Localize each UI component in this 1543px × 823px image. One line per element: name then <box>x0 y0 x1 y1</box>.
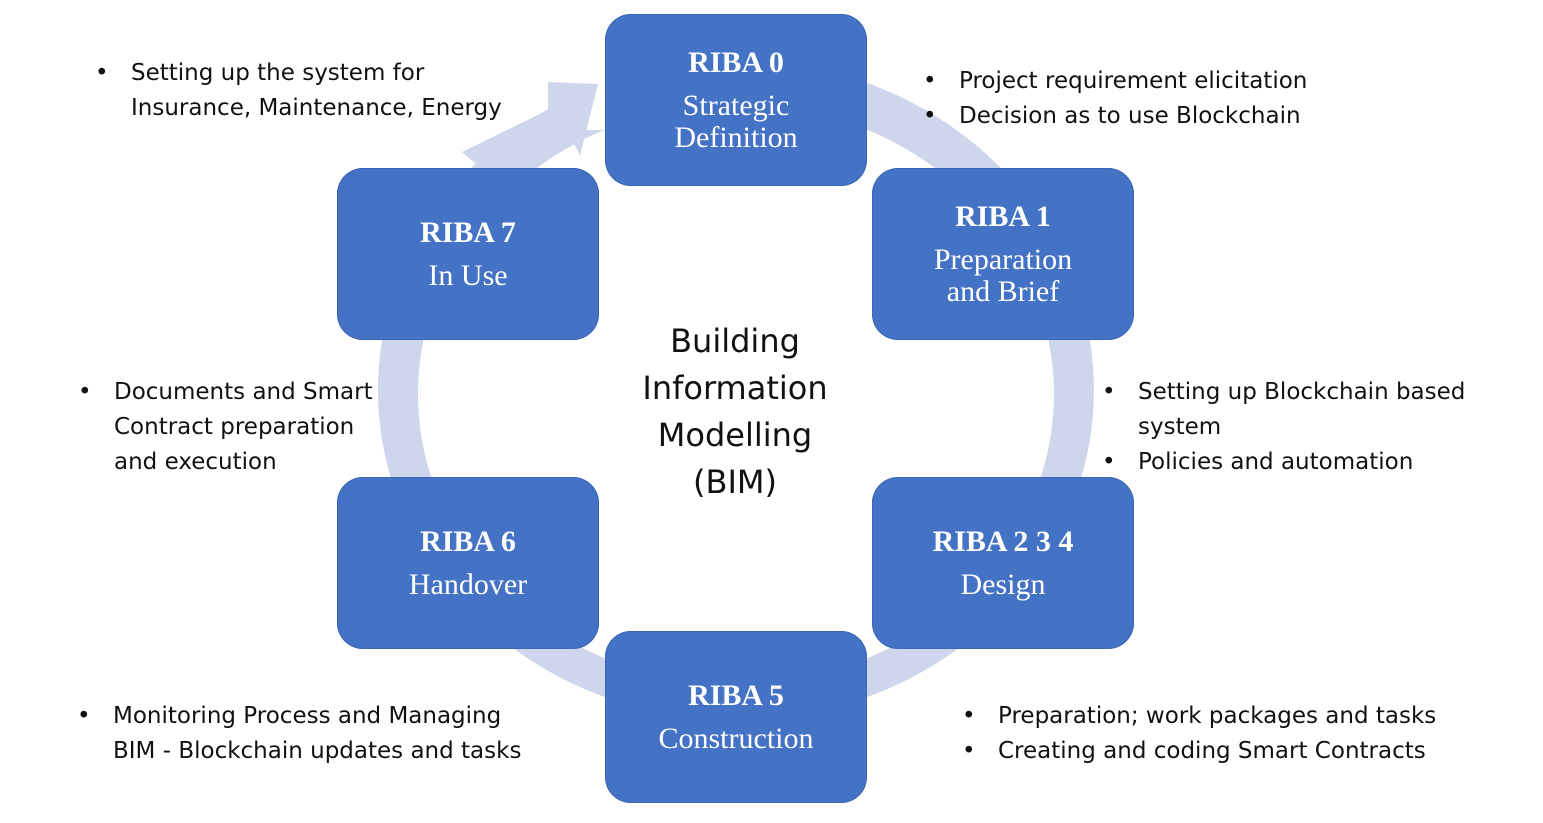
notes-riba-1: Setting up Blockchain based system Polic… <box>1102 375 1502 480</box>
stage-name: Preparation and Brief <box>933 243 1073 308</box>
stage-code: RIBA 2 3 4 <box>932 525 1074 558</box>
note-item: Setting up Blockchain based system <box>1102 375 1502 445</box>
stage-code: RIBA 1 <box>955 200 1051 233</box>
center-title-line: Modelling <box>657 416 813 454</box>
stage-riba-1: RIBA 1 Preparation and Brief <box>872 168 1134 340</box>
note-item: Creating and coding Smart Contracts <box>962 734 1436 769</box>
note-item: Preparation; work packages and tasks <box>962 699 1436 734</box>
stage-name: Construction <box>658 722 814 755</box>
stage-code: RIBA 7 <box>420 216 516 249</box>
note-item: Decision as to use Blockchain <box>923 99 1307 134</box>
stage-name: In Use <box>428 259 508 292</box>
note-item: Policies and automation <box>1102 445 1502 480</box>
notes-riba-6: Documents and Smart Contract preparation… <box>78 375 388 480</box>
stage-riba-2-3-4: RIBA 2 3 4 Design <box>872 477 1134 649</box>
stage-name: Handover <box>408 568 528 601</box>
stage-riba-5: RIBA 5 Construction <box>605 631 867 803</box>
stage-riba-7: RIBA 7 In Use <box>337 168 599 340</box>
stage-name: Strategic Definition <box>674 89 798 154</box>
center-title-line: (BIM) <box>693 463 777 501</box>
center-title-line: Information <box>642 369 828 407</box>
stage-code: RIBA 0 <box>688 46 784 79</box>
center-title-line: Building <box>670 322 800 360</box>
stage-name: Design <box>960 568 1046 601</box>
stage-riba-0: RIBA 0 Strategic Definition <box>605 14 867 186</box>
notes-riba-2-3-4: Preparation; work packages and tasks Cre… <box>962 699 1436 769</box>
center-title: Building Information Modelling (BIM) <box>620 318 850 506</box>
note-item: Documents and Smart Contract preparation… <box>78 375 388 480</box>
arrow-head-icon <box>462 82 598 172</box>
notes-riba-0: Project requirement elicitation Decision… <box>923 64 1307 134</box>
note-item: Project requirement elicitation <box>923 64 1307 99</box>
stage-code: RIBA 6 <box>420 525 516 558</box>
stage-code: RIBA 5 <box>688 679 784 712</box>
stage-riba-6: RIBA 6 Handover <box>337 477 599 649</box>
